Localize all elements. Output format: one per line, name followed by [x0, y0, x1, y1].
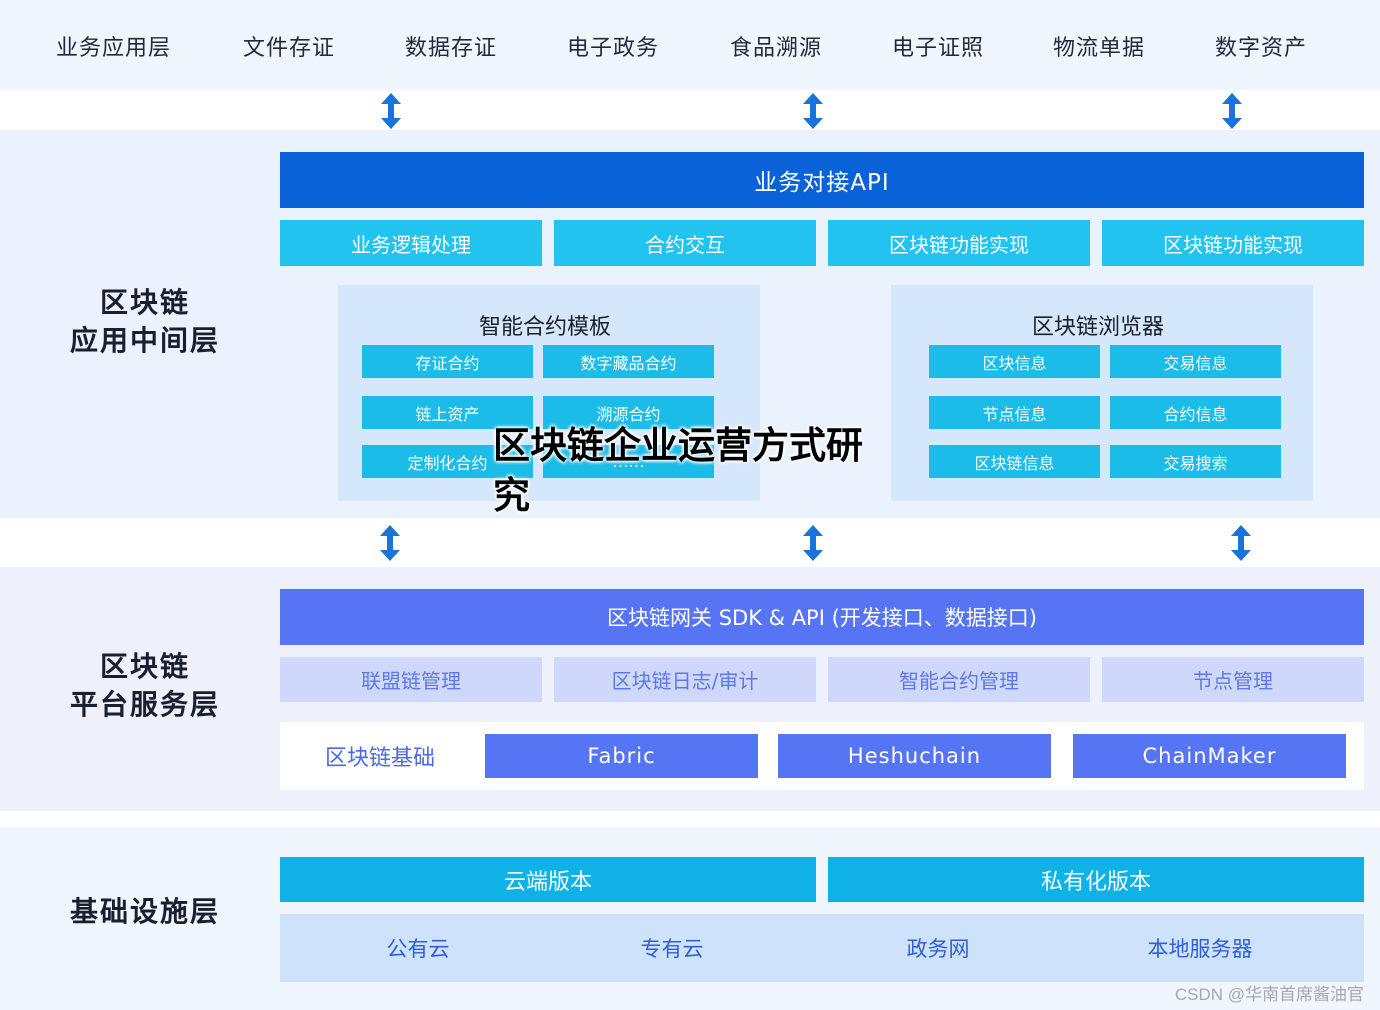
version-label: 云端版本 — [503, 869, 592, 895]
top-item-business-layer: 业务应用层 — [56, 36, 172, 61]
gateway-bar: 区块链网关 SDK & API (开发接口、数据接口) — [280, 589, 1364, 645]
deployment-label: 专有云 — [640, 937, 704, 961]
top-item-egov: 电子政务 — [567, 36, 660, 61]
framework-box: Heshuchain — [778, 734, 1051, 778]
deployment-item: 政务网 — [830, 914, 1046, 982]
contract-item: 定制化合约 — [362, 445, 533, 478]
function-label: 业务逻辑处理 — [351, 232, 471, 257]
framework-label: ChainMaker — [1142, 744, 1277, 768]
function-box: 合约交互 — [554, 220, 816, 266]
function-label: 区块链功能实现 — [889, 232, 1029, 257]
framework-label: Fabric — [587, 744, 656, 768]
top-band — [0, 0, 1380, 90]
service-box: 智能合约管理 — [828, 657, 1090, 702]
browser-item-label: 区块信息 — [982, 353, 1047, 373]
service-box: 联盟链管理 — [280, 657, 542, 702]
contract-item: 溯源合约 — [543, 396, 714, 429]
version-box: 云端版本 — [280, 857, 816, 902]
function-box: 区块链功能实现 — [1102, 220, 1364, 266]
blockchain-base-label-text: 区块链基础 — [324, 746, 435, 771]
function-label: 合约交互 — [645, 232, 725, 257]
platform-layer-label-line2: 平台服务层 — [69, 688, 220, 721]
service-label: 节点管理 — [1193, 669, 1273, 693]
contract-item-label: 存证合约 — [415, 353, 480, 373]
top-item-data: 数据存证 — [405, 36, 498, 61]
browser-item-label: 交易信息 — [1163, 353, 1228, 373]
function-box: 业务逻辑处理 — [280, 220, 542, 266]
deployment-row: 公有云 专有云 政务网 本地服务器 — [280, 914, 1364, 982]
version-label: 私有化版本 — [1040, 869, 1151, 895]
framework-label: Heshuchain — [847, 744, 982, 768]
function-label: 区块链功能实现 — [1163, 232, 1303, 257]
contract-item: 链上资产 — [362, 396, 533, 429]
middle-layer-label: 区块链 应用中间层 — [40, 284, 250, 360]
contract-item-label: 数字藏品合约 — [580, 353, 677, 373]
top-item-digital-asset: 数字资产 — [1215, 36, 1308, 61]
deployment-label: 本地服务器 — [1147, 937, 1253, 961]
contract-item-label: 定制化合约 — [407, 453, 488, 473]
browser-item-label: 合约信息 — [1163, 404, 1228, 424]
middle-layer-label-line1: 区块链 — [99, 286, 190, 319]
bidirectional-arrow-icon — [1222, 93, 1242, 129]
service-label: 联盟链管理 — [361, 669, 461, 693]
deployment-item: 公有云 — [310, 914, 526, 982]
version-box: 私有化版本 — [828, 857, 1364, 902]
browser-item: 交易信息 — [1110, 345, 1281, 378]
function-box: 区块链功能实现 — [828, 220, 1090, 266]
contract-template-panel: 智能合约模板 存证合约 数字藏品合约 链上资产 溯源合约 定制化合约 …… — [338, 285, 760, 501]
bidirectional-arrow-icon — [381, 93, 401, 129]
framework-box: ChainMaker — [1073, 734, 1346, 778]
overlay-title: 区块链企业运营方式研究 — [493, 424, 863, 517]
contract-item-label: 溯源合约 — [596, 404, 661, 424]
browser-item: 节点信息 — [929, 396, 1100, 429]
bidirectional-arrow-icon — [803, 525, 823, 561]
blockchain-base-row: 区块链基础 Fabric Heshuchain ChainMaker — [280, 722, 1364, 790]
business-api-label: 业务对接API — [754, 170, 890, 196]
bidirectional-arrow-icon — [380, 525, 400, 561]
top-item-logistics: 物流单据 — [1053, 36, 1146, 61]
deployment-label: 政务网 — [906, 937, 970, 961]
browser-item: 区块信息 — [929, 345, 1100, 378]
browser-item-label: 交易搜索 — [1163, 453, 1228, 473]
business-api-bar: 业务对接API — [280, 152, 1364, 208]
top-item-food: 食品溯源 — [730, 36, 823, 61]
contract-item-label: 链上资产 — [415, 404, 480, 424]
browser-item: 合约信息 — [1110, 396, 1281, 429]
deployment-item: 专有云 — [564, 914, 780, 982]
blockchain-base-label: 区块链基础 — [280, 722, 480, 790]
gateway-label: 区块链网关 SDK & API (开发接口、数据接口) — [607, 606, 1037, 630]
top-item-file: 文件存证 — [243, 36, 336, 61]
browser-item: 区块链信息 — [929, 445, 1100, 478]
service-box: 区块链日志/审计 — [554, 657, 816, 702]
csdn-watermark: CSDN @华南首席酱油官 — [1174, 985, 1364, 1004]
contract-template-title: 智能合约模板 — [478, 315, 611, 340]
framework-box: Fabric — [485, 734, 758, 778]
bidirectional-arrow-icon — [803, 93, 823, 129]
blockchain-browser-title: 区块链浏览器 — [1031, 315, 1164, 340]
contract-item: 数字藏品合约 — [543, 345, 714, 378]
bidirectional-arrow-icon — [1231, 525, 1251, 561]
contract-item-label: …… — [612, 452, 645, 471]
browser-item-label: 节点信息 — [982, 404, 1047, 424]
contract-item: 存证合约 — [362, 345, 533, 378]
platform-layer-label-line1: 区块链 — [99, 650, 190, 683]
service-label: 智能合约管理 — [899, 669, 1019, 693]
platform-layer-label: 区块链 平台服务层 — [40, 648, 250, 724]
blockchain-browser-panel: 区块链浏览器 区块信息 交易信息 节点信息 合约信息 区块链信息 交易搜索 — [891, 285, 1313, 501]
browser-item-label: 区块链信息 — [974, 453, 1055, 473]
deployment-item: 本地服务器 — [1092, 914, 1308, 982]
contract-item: …… — [543, 445, 714, 478]
infra-layer-label: 基础设施层 — [69, 895, 220, 928]
deployment-label: 公有云 — [386, 937, 450, 961]
service-label: 区块链日志/审计 — [611, 669, 759, 693]
top-item-license: 电子证照 — [892, 36, 985, 61]
service-box: 节点管理 — [1102, 657, 1364, 702]
middle-layer-label-line2: 应用中间层 — [69, 324, 220, 357]
browser-item: 交易搜索 — [1110, 445, 1281, 478]
